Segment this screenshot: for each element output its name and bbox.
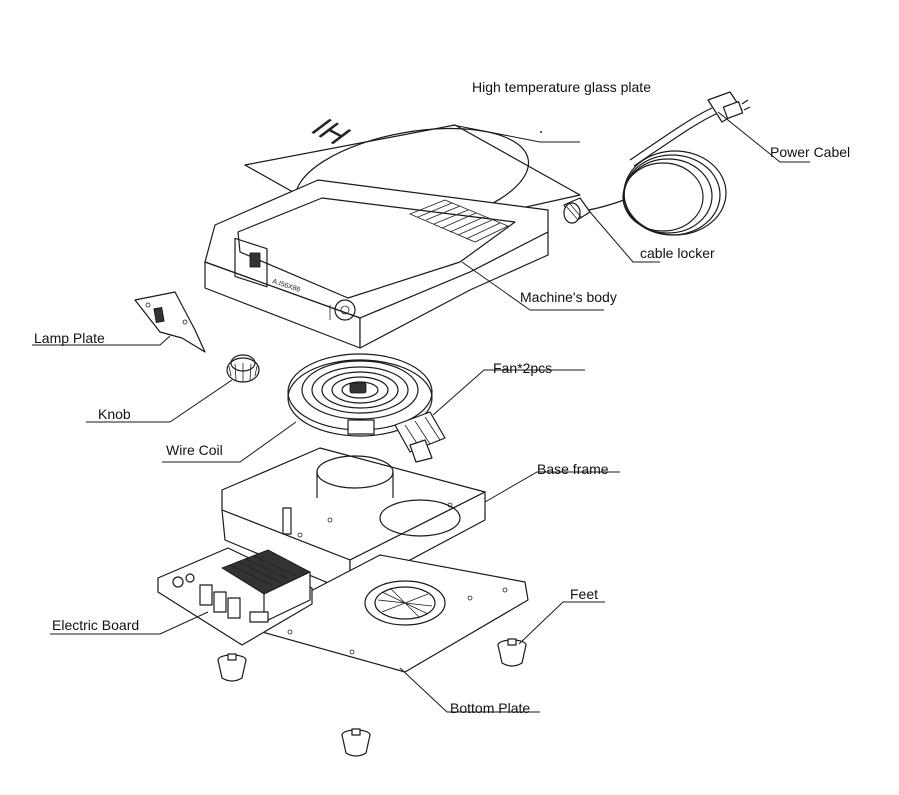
electric-board [157,547,313,646]
foot-right [497,638,527,667]
fan [394,411,446,463]
wire-coil [287,353,433,437]
label-feet: Feet [570,586,599,602]
cable-locker [563,197,591,224]
foot-bottom [341,728,371,757]
label-fan: Fan*2pcs [493,360,553,376]
label-base-frame: Base frame [537,461,609,477]
label-knob: Knob [98,406,131,422]
label-electric-board: Electric Board [52,617,140,633]
label-bottom-plate: Bottom Plate [450,700,531,716]
machine-body: A.I56X86 [204,179,549,349]
label-lamp-plate: Lamp Plate [34,330,105,346]
label-power-cable: Power Cabel [770,144,851,160]
lamp-plate [134,291,206,353]
label-glass-plate: High temperature glass plate [472,79,651,95]
knob [226,354,260,383]
label-machine-body: Machine's body [520,289,617,305]
label-wire-coil: Wire Coil [166,442,223,458]
foot-left [217,653,247,682]
power-cable [587,91,751,236]
label-cable-locker: cable locker [640,245,715,261]
leader-lines [32,111,810,713]
